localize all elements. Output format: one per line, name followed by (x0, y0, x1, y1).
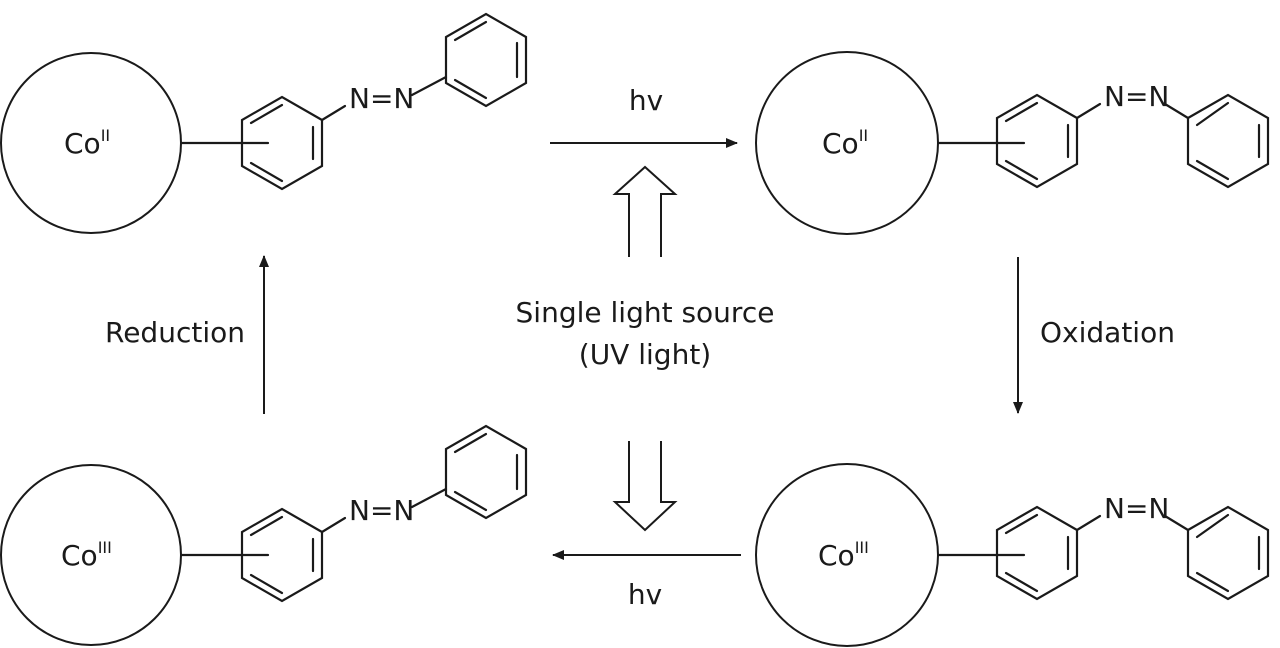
n-to-ring-bond (410, 75, 448, 97)
metal-label: CoIII (61, 538, 112, 572)
n-to-ring-bond (1163, 514, 1190, 532)
arrow-top-hv: hv (550, 84, 738, 148)
light-source-label: Single light source (516, 296, 775, 329)
ring-to-n-bond (320, 104, 347, 122)
light-source-sublabel: (UV light) (579, 338, 711, 371)
light-source: Single light source (UV light) (516, 165, 775, 532)
azo-group-label: N=N (349, 82, 414, 115)
open-up-arrow (612, 165, 678, 257)
azo-group-label: N=N (349, 494, 414, 527)
ring-to-n-bond (320, 516, 347, 534)
azo-group-label: N=N (1104, 492, 1169, 525)
metal-label: CoII (64, 126, 110, 160)
n-to-ring-bond (1163, 102, 1190, 120)
oxidation-label: Oxidation (1040, 316, 1175, 349)
n-to-ring-bond (410, 487, 448, 509)
metal-label: CoII (822, 126, 868, 160)
complex-top-right: CoII N=N (755, 51, 1270, 235)
complex-bottom-right: CoIII N=N (755, 463, 1270, 647)
phenyl-ring-proximal (240, 95, 324, 191)
metal-label: CoIII (818, 538, 869, 572)
phenyl-ring-proximal (240, 507, 324, 603)
phenyl-ring-proximal (995, 93, 1079, 189)
hv-label-top: hv (629, 84, 663, 117)
arrow-bottom-hv: hv (552, 550, 741, 611)
azo-group-label: N=N (1104, 80, 1169, 113)
arrow-oxidation: Oxidation (1013, 257, 1175, 414)
phenyl-ring-distal (444, 424, 528, 520)
open-down-arrow (612, 441, 678, 532)
phenyl-ring-proximal (995, 505, 1079, 601)
ring-to-n-bond (1075, 514, 1102, 532)
reduction-label: Reduction (105, 316, 245, 349)
complex-top-left: CoII N=N (0, 12, 528, 234)
complex-bottom-left: CoIII N=N (0, 424, 528, 646)
arrow-reduction: Reduction (105, 255, 269, 414)
hv-label-bottom: hv (628, 578, 662, 611)
phenyl-ring-distal (1186, 93, 1270, 189)
phenyl-ring-distal (1186, 505, 1270, 601)
phenyl-ring-distal (444, 12, 528, 108)
ring-to-n-bond (1075, 102, 1102, 120)
